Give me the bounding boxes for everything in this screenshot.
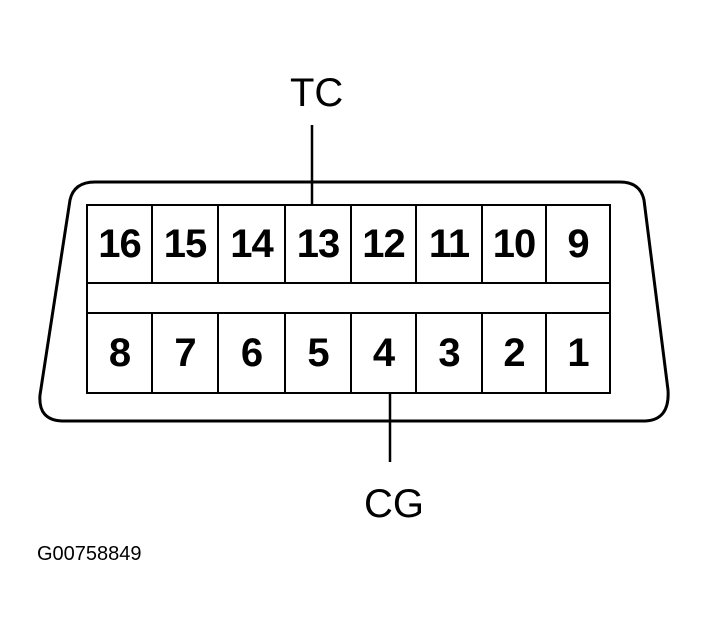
pin-2: 2: [481, 312, 547, 394]
pin-1: 1: [545, 312, 611, 394]
pin-label: 4: [372, 330, 395, 375]
pin-4: 4: [350, 312, 417, 394]
pin-label: 10: [492, 221, 536, 266]
figure-id: G00758849: [37, 543, 142, 565]
pin-label: 6: [240, 330, 263, 375]
pin-label: 11: [428, 221, 470, 266]
pin-15: 15: [151, 204, 219, 284]
pin-10: 10: [481, 204, 547, 284]
pin-label: 9: [567, 221, 589, 266]
pin-13: 13: [284, 204, 352, 284]
cg-label: CG: [364, 482, 424, 526]
pin-label: 14: [230, 221, 273, 266]
pin-label: 15: [163, 221, 207, 266]
pin-16: 16: [86, 204, 153, 284]
pin-12: 12: [350, 204, 417, 284]
pin-label: 2: [503, 330, 525, 375]
pin-14: 14: [217, 204, 286, 284]
tc-label: TC: [290, 71, 344, 115]
pin-label: 12: [362, 221, 405, 266]
pin-label: 13: [296, 221, 340, 266]
pin-11: 11: [415, 204, 483, 284]
pin-label: 5: [307, 330, 329, 375]
connector-key-bar: [86, 282, 611, 314]
pin-label: 16: [98, 221, 141, 266]
pin-label: 1: [567, 330, 589, 375]
pin-label: 8: [108, 330, 131, 375]
pin-label: 7: [174, 330, 196, 375]
pin-label: 3: [438, 330, 460, 375]
pin-6: 6: [217, 312, 286, 394]
pin-9: 9: [545, 204, 611, 284]
pin-8: 8: [86, 312, 153, 394]
pin-3: 3: [415, 312, 483, 394]
pin-5: 5: [284, 312, 352, 394]
pin-7: 7: [151, 312, 219, 394]
